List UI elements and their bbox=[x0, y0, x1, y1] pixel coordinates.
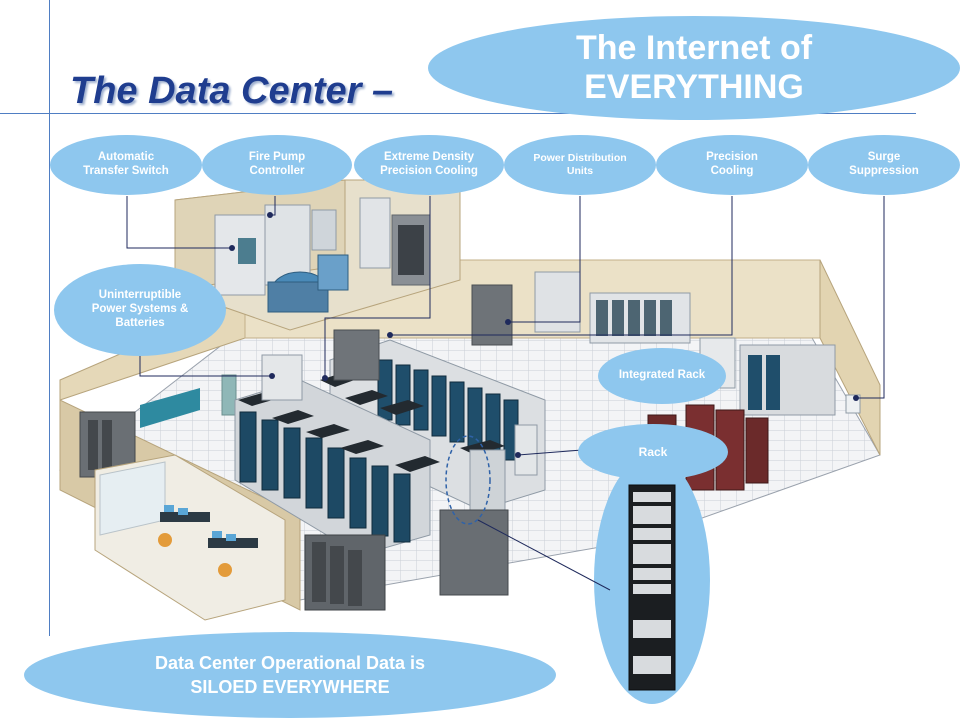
label-text: Integrated Rack bbox=[618, 369, 706, 382]
pdu-cabinet bbox=[471, 284, 513, 346]
footer-line-1: Data Center Operational Data is bbox=[154, 652, 426, 673]
footer-line-2: SILOED EVERYWHERE bbox=[190, 677, 390, 697]
connector-lines bbox=[126, 196, 885, 591]
ups-cabinet bbox=[261, 354, 303, 401]
extreme-cooling-unit bbox=[333, 329, 380, 381]
horizontal-rule bbox=[0, 113, 916, 114]
rack-highlight bbox=[445, 435, 491, 525]
label-surge-suppression: Surge Suppression bbox=[808, 135, 960, 195]
rack-rows bbox=[234, 339, 546, 556]
label-fire-pump-controller: Fire Pump Controller bbox=[202, 135, 352, 195]
wall-panel bbox=[140, 388, 200, 428]
label-text: Power Distribution Units bbox=[533, 152, 627, 177]
label-text: Rack bbox=[638, 444, 668, 459]
label-extreme-density-precision-cooling: Extreme Density Precision Cooling bbox=[354, 135, 504, 195]
wall-door bbox=[221, 374, 237, 416]
page-title: The Data Center – bbox=[70, 70, 394, 112]
label-automatic-transfer-switch: Automatic Transfer Switch bbox=[50, 135, 202, 195]
label-text: Automatic Transfer Switch bbox=[83, 151, 169, 177]
label-integrated-rack: Integrated Rack bbox=[598, 348, 726, 404]
vertical-rule bbox=[49, 0, 50, 636]
label-precision-cooling: Precision Cooling bbox=[656, 135, 808, 195]
right-wall bbox=[819, 259, 881, 456]
label-text: Fire Pump Controller bbox=[248, 151, 306, 177]
callout-line-1: The Internet of bbox=[575, 28, 813, 67]
label-ups-batteries: Uninterruptible Power Systems & Batterie… bbox=[54, 264, 226, 356]
label-text: Surge Suppression bbox=[849, 151, 919, 177]
label-power-distribution-units: Power Distribution Units bbox=[504, 135, 656, 195]
label-text: Precision Cooling bbox=[706, 151, 758, 177]
label-rack: Rack bbox=[578, 424, 728, 480]
control-desks bbox=[160, 512, 258, 548]
callout-line-2: EVERYTHING bbox=[584, 68, 804, 106]
internet-of-everything-callout: The Internet of EVERYTHING bbox=[428, 16, 960, 120]
siloed-data-callout: Data Center Operational Data is SILOED E… bbox=[24, 632, 556, 718]
label-text: Uninterruptible Power Systems & Batterie… bbox=[91, 289, 189, 329]
label-text: Extreme Density Precision Cooling bbox=[380, 151, 478, 177]
